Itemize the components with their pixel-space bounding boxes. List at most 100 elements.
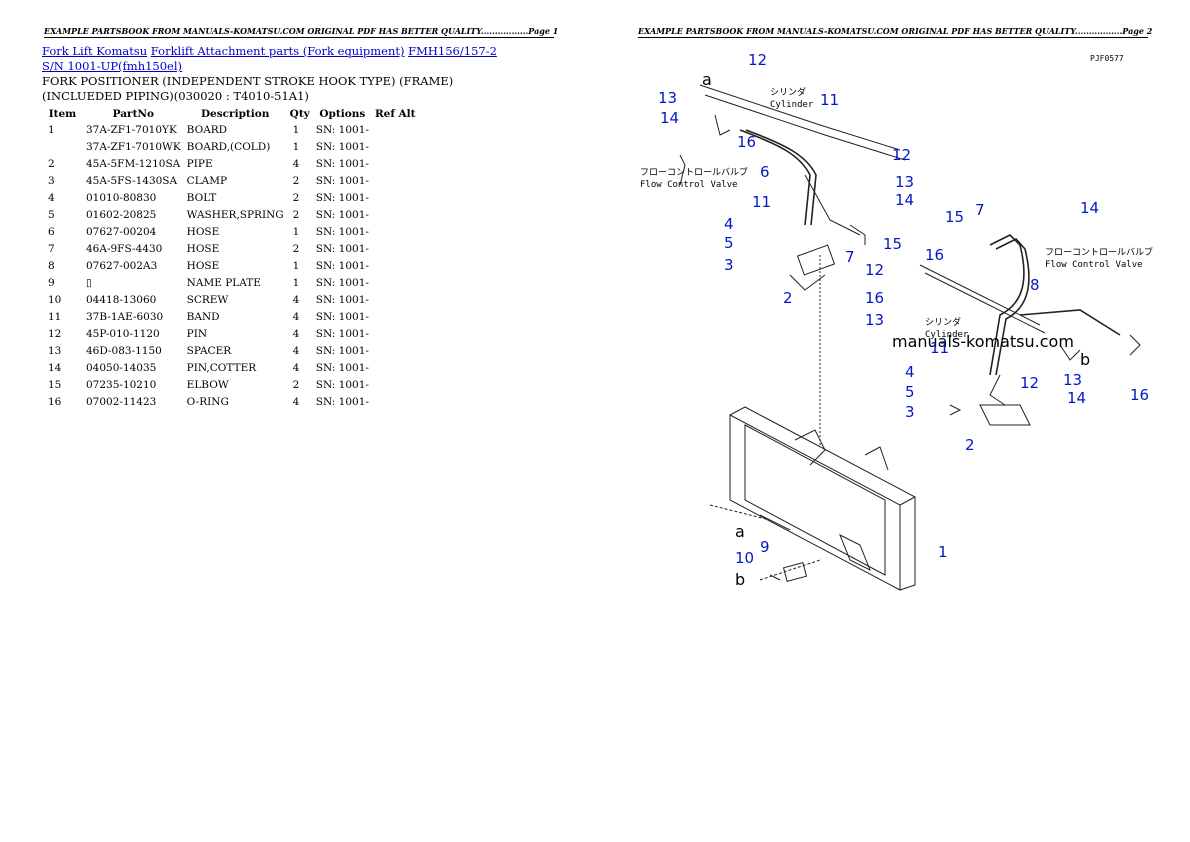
cell-options: SN: 1001-: [315, 174, 369, 187]
cell-options: SN: 1001-: [315, 140, 369, 153]
col-header-description: Description: [200, 107, 270, 120]
cell-refalt: [372, 189, 419, 206]
cell-item: 7: [48, 242, 55, 255]
cell-item: 10: [48, 293, 62, 306]
callout-number: 15: [883, 235, 902, 253]
callout-number: 5: [724, 234, 734, 252]
cell-partno: 07235-10210: [86, 378, 157, 391]
cell-item: 3: [48, 174, 55, 187]
cell-partno: 07627-00204: [86, 225, 157, 238]
cell-refalt: [372, 257, 419, 274]
cell-refalt: [372, 121, 419, 138]
callout-number: 7: [975, 201, 985, 219]
cell-description: CLAMP: [186, 174, 228, 187]
breadcrumb-link-model[interactable]: FMH156/157-2 S/N 1001-UP(fmh150el): [42, 44, 497, 73]
callout-number: 7: [845, 248, 855, 266]
callout-number: 14: [1080, 199, 1099, 217]
cell-refalt: [372, 393, 419, 410]
drawing-svg: PJF0577: [640, 51, 1153, 591]
cell-description: BOARD: [186, 123, 228, 136]
cell-qty: 4: [292, 157, 300, 170]
cell-qty: 1: [292, 276, 300, 289]
cell-options: SN: 1001-: [315, 276, 369, 289]
callout-number: 15: [945, 208, 964, 226]
cell-item: 5: [48, 208, 55, 221]
fork-board-frame: [709, 406, 917, 591]
callout-number: 12: [1020, 374, 1039, 392]
cell-description: BOLT: [186, 191, 217, 204]
parts-table-header: Item PartNo Description Qty Options Ref …: [42, 106, 419, 121]
cell-refalt: [372, 308, 419, 325]
cell-partno: 04050-14035: [86, 361, 157, 374]
cell-refalt: [372, 240, 419, 257]
col-header-options: Options: [319, 107, 366, 120]
cell-qty: 1: [292, 123, 300, 136]
cell-item: 15: [48, 378, 62, 391]
cell-description: PIN: [186, 327, 208, 340]
page-title: FORK POSITIONER (INDEPENDENT STROKE HOOK…: [42, 74, 454, 103]
cell-qty: 2: [292, 174, 300, 187]
cell-partno: 46A-9FS-4430: [86, 242, 163, 255]
view-marker-b-bottom: b: [735, 570, 745, 589]
breadcrumb-link-category[interactable]: Forklift Attachment parts (Fork equipmen…: [150, 44, 405, 58]
callout-number: 13: [865, 311, 884, 329]
cell-refalt: [372, 172, 419, 189]
callout-number: 12: [748, 51, 767, 69]
cell-qty: 2: [292, 378, 300, 391]
callout-number: 6: [760, 163, 770, 181]
cell-options: SN: 1001-: [315, 225, 369, 238]
cell-options: SN: 1001-: [315, 344, 369, 357]
cell-options: SN: 1001-: [315, 361, 369, 374]
cell-item: [42, 138, 83, 155]
cell-description: PIPE: [186, 157, 213, 170]
cell-options: SN: 1001-: [315, 293, 369, 306]
cell-options: SN: 1001-: [315, 191, 369, 204]
cell-partno: 37B-1AE-6030: [86, 310, 164, 323]
cell-description: WASHER,SPRING: [186, 208, 284, 221]
col-header-qty: Qty: [289, 107, 310, 120]
cell-options: SN: 1001-: [315, 208, 369, 221]
cell-qty: 2: [292, 191, 300, 204]
breadcrumb-link-brand[interactable]: Fork Lift Komatsu: [42, 44, 148, 58]
col-header-refalt: Ref Alt: [374, 107, 416, 120]
callout-number: 4: [905, 363, 915, 381]
cell-qty: 4: [292, 327, 300, 340]
cell-qty: 1: [292, 225, 300, 238]
col-header-item: Item: [48, 107, 77, 120]
cell-item: 13: [48, 344, 62, 357]
page-header-left: EXAMPLE PARTSBOOK FROM MANUALS-KOMATSU.C…: [44, 26, 559, 38]
cell-options: SN: 1001-: [315, 123, 369, 136]
callout-number: 4: [724, 215, 734, 233]
page-header-right: EXAMPLE PARTSBOOK FROM MANUALS-KOMATSU.C…: [638, 26, 1153, 38]
col-header-partno: PartNo: [112, 107, 155, 120]
cell-refalt: [372, 223, 419, 240]
cell-refalt: [372, 291, 419, 308]
callout-number: 2: [965, 436, 975, 454]
label-cylinder-en-2: Cylinder: [925, 330, 969, 340]
cell-partno: 07627-002A3: [86, 259, 158, 272]
cell-item: 11: [48, 310, 62, 323]
cell-partno: ▯: [86, 276, 92, 289]
cell-refalt: [372, 138, 419, 155]
view-marker-a-top: a: [702, 70, 712, 89]
cell-description: BOARD,(COLD): [186, 140, 271, 153]
label-flow-en-2: Flow Control Valve: [1045, 260, 1143, 270]
callout-number: 3: [905, 403, 915, 421]
callout-number: 1: [938, 543, 948, 561]
view-marker-a-bottom: a: [735, 522, 745, 541]
cell-refalt: [372, 325, 419, 342]
label-flow-jp-1: フローコントロールバルブ: [640, 166, 748, 178]
label-cylinder-jp-2: シリンダ: [925, 316, 961, 328]
callout-number: 13: [1063, 371, 1082, 389]
cell-item: 6: [48, 225, 55, 238]
callout-number: 11: [930, 339, 949, 357]
cell-description: SPACER: [186, 344, 232, 357]
